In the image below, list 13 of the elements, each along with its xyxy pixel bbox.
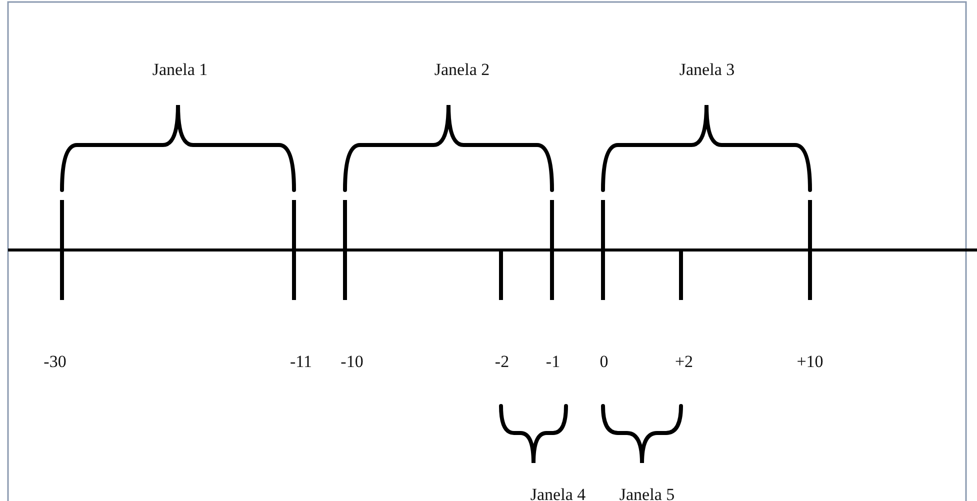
window-label: Janela 5: [619, 485, 675, 501]
tick-label: -11: [290, 352, 312, 372]
tick-label: -30: [44, 352, 66, 372]
tick-label: -1: [546, 352, 560, 372]
window-label: Janela 2: [434, 60, 490, 80]
window-label: Janela 1: [152, 60, 208, 80]
window-label: Janela 4: [530, 485, 586, 501]
tick-label: -2: [494, 352, 510, 372]
tick-label: -10: [340, 352, 364, 372]
tick-label: 0: [600, 352, 608, 372]
tick-label: +10: [796, 352, 824, 372]
tick-label: +2: [674, 352, 694, 372]
window-label: Janela 3: [679, 60, 735, 80]
